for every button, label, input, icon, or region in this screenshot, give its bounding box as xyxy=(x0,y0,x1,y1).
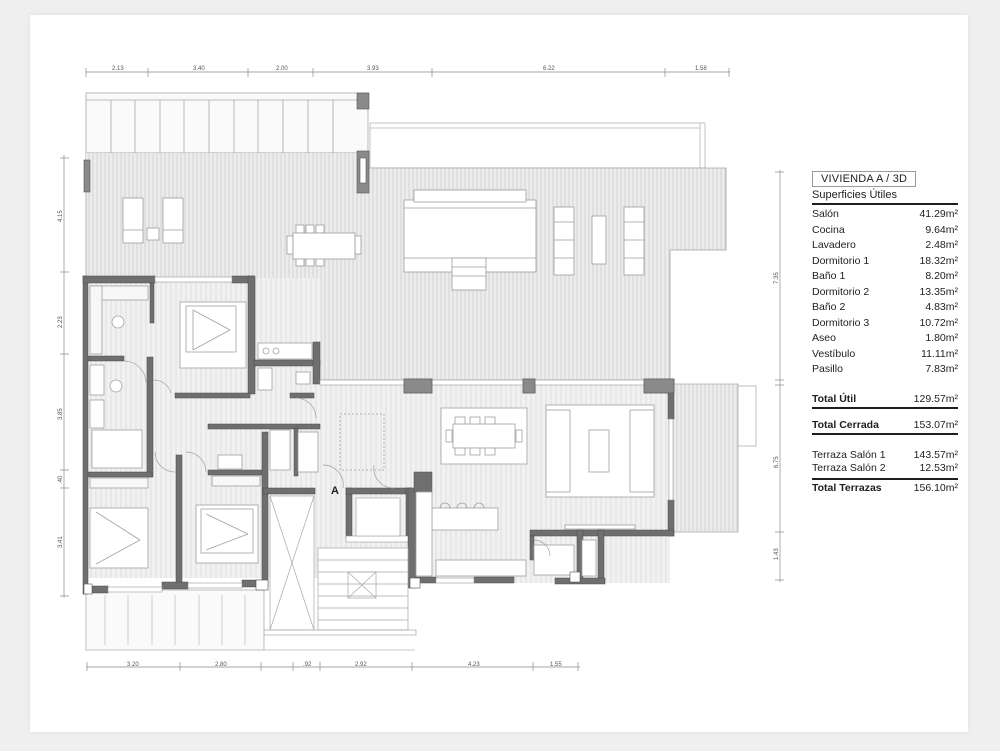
svg-text:2.23: 2.23 xyxy=(58,316,64,328)
room-name: Vestíbulo xyxy=(812,347,856,360)
room-row-dormitorio-3: Dormitorio 3 10.72m² xyxy=(812,316,958,332)
total-util-label: Total Útil xyxy=(812,392,857,405)
total-cerrada-label: Total Cerrada xyxy=(812,418,879,431)
room-area: 2.48m² xyxy=(925,239,958,251)
room-name: Salón xyxy=(812,208,839,220)
total-terrazas-row: Total Terrazas 156.10m² xyxy=(812,477,958,496)
terrace-row-salon-2: Terraza Salón 2 12.53m² xyxy=(812,462,958,476)
room-row-bano-2: Baño 2 4.83m² xyxy=(812,300,958,316)
svg-text:1.43: 1.43 xyxy=(774,548,780,560)
terrace-areas-list: Terraza Salón 1 143.57m² Terraza Salón 2 1… xyxy=(812,449,958,476)
room-area: 4.83m² xyxy=(925,301,958,313)
room-row-pasillo: Pasillo 7.83m² xyxy=(812,362,958,378)
legend-title: VIVIENDA A / 3D xyxy=(812,171,917,187)
room-row-vestibulo: Vestíbulo 11.11m² xyxy=(812,347,958,363)
svg-text:6.75: 6.75 xyxy=(774,456,780,468)
dimension-bottom-labels: 3.20 2.80 .92 2.92 4.23 1.55 xyxy=(127,662,562,668)
room-name: Dormitorio 1 xyxy=(812,254,870,267)
dimension-left xyxy=(60,155,69,598)
stair-core xyxy=(263,495,417,636)
room-name: Lavadero xyxy=(812,239,856,251)
room-area: 18.32m² xyxy=(919,254,958,267)
pergola-columns xyxy=(83,92,370,194)
terrace-railing xyxy=(669,168,727,380)
svg-text:7.35: 7.35 xyxy=(774,272,780,284)
svg-text:3.40: 3.40 xyxy=(193,66,205,72)
svg-text:3.85: 3.85 xyxy=(58,408,64,420)
svg-text:3.41: 3.41 xyxy=(58,536,64,548)
total-util-row: Total Útil 129.57m² xyxy=(812,391,958,409)
svg-text:2.00: 2.00 xyxy=(276,66,288,72)
room-row-aseo: Aseo 1.80m² xyxy=(812,331,958,347)
svg-text:4.23: 4.23 xyxy=(468,662,480,668)
room-name: Aseo xyxy=(812,332,836,344)
room-row-bano-1: Baño 1 8.20m² xyxy=(812,269,958,285)
room-row-dormitorio-2: Dormitorio 2 13.35m² xyxy=(812,285,958,301)
dimension-top-labels: 2.13 3.40 2.00 3.93 6.22 1.58 xyxy=(112,66,707,72)
total-cerrada-value: 153.07m² xyxy=(913,418,958,431)
svg-text:4.15: 4.15 xyxy=(58,210,64,222)
dimension-right xyxy=(775,170,784,582)
terrace-area: 12.53m² xyxy=(919,462,958,474)
room-row-cocina: Cocina 9.64m² xyxy=(812,223,958,239)
room-area: 41.29m² xyxy=(919,208,958,220)
total-terrazas-value: 156.10m² xyxy=(913,481,958,494)
total-cerrada-row: Total Cerrada 153.07m² xyxy=(812,417,958,435)
roof-overhang xyxy=(369,122,706,169)
room-areas-list: Salón 41.29m² Cocina 9.64m² Lavadero 2.48m²… xyxy=(812,207,958,378)
svg-text:.40: .40 xyxy=(58,475,64,484)
room-area: 8.20m² xyxy=(925,270,958,282)
room-name: Cocina xyxy=(812,223,845,236)
total-util-value: 129.57m² xyxy=(913,392,958,405)
room-area: 7.83m² xyxy=(925,363,958,375)
room-name: Pasillo xyxy=(812,363,843,375)
room-name: Baño 1 xyxy=(812,270,846,282)
legend-subtitle: Superficies Útiles xyxy=(812,189,958,205)
entrance-marker-label: A xyxy=(331,485,339,497)
room-row-salon: Salón 41.29m² xyxy=(812,207,958,223)
room-name: Dormitorio 2 xyxy=(812,285,870,298)
room-name: Baño 2 xyxy=(812,301,846,313)
door-swings xyxy=(123,360,551,557)
terrace-name: Terraza Salón 1 xyxy=(812,448,886,461)
bottom-balcony-rails xyxy=(104,595,415,651)
area-legend: VIVIENDA A / 3D Superficies Útiles Salón… xyxy=(812,171,958,496)
svg-text:3.20: 3.20 xyxy=(127,662,139,668)
dimension-left-labels: 4.15 2.23 3.85 .40 3.41 xyxy=(58,210,64,548)
terrace-row-salon-1: Terraza Salón 1 143.57m² xyxy=(812,449,958,463)
dimension-top xyxy=(85,68,730,77)
terrace-area: 143.57m² xyxy=(913,448,958,461)
columns xyxy=(83,378,675,595)
svg-text:3.93: 3.93 xyxy=(367,66,379,72)
svg-text:6.22: 6.22 xyxy=(543,66,555,72)
dimension-bottom xyxy=(86,662,580,671)
room-area: 10.72m² xyxy=(919,316,958,329)
room-area: 13.35m² xyxy=(919,285,958,298)
terrace-name: Terraza Salón 2 xyxy=(812,462,886,474)
room-name: Dormitorio 3 xyxy=(812,316,870,329)
room-area: 1.80m² xyxy=(925,332,958,344)
total-terrazas-label: Total Terrazas xyxy=(812,481,882,494)
svg-text:2.13: 2.13 xyxy=(112,66,124,72)
room-row-dormitorio-1: Dormitorio 1 18.32m² xyxy=(812,254,958,270)
svg-text:1.55: 1.55 xyxy=(550,662,562,668)
room-furniture xyxy=(89,285,655,577)
dimension-right-labels: 7.35 6.75 1.43 xyxy=(774,272,780,560)
svg-text:2.92: 2.92 xyxy=(355,662,367,668)
room-row-lavadero: Lavadero 2.48m² xyxy=(812,238,958,254)
room-area: 11.11m² xyxy=(921,347,958,360)
room-area: 9.64m² xyxy=(925,223,958,236)
svg-text:2.80: 2.80 xyxy=(215,662,227,668)
svg-text:1.58: 1.58 xyxy=(695,66,707,72)
windows xyxy=(107,276,674,593)
terrace-furniture xyxy=(122,189,645,291)
svg-text:.92: .92 xyxy=(303,662,312,668)
